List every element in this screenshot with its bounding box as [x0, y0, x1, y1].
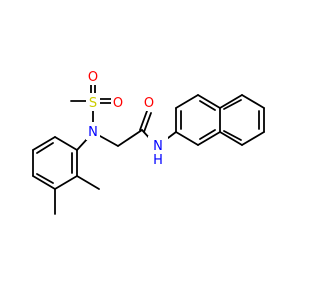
bond-ar3 — [32, 175, 56, 190]
bond-nb5 — [219, 131, 243, 146]
bond-nb1i — [223, 99, 242, 110]
carbonyl-oxygen-label: O — [144, 96, 154, 111]
bond-me1 — [76, 175, 100, 190]
bond-nb5i — [223, 130, 242, 141]
N-amide-label-bg — [148, 136, 168, 166]
bond-na5 — [197, 131, 221, 146]
bond-na3i — [199, 100, 216, 111]
oxygen-atom-label-1: O — [113, 96, 123, 111]
bond-ar5i — [36, 142, 54, 154]
O1-label-bg — [111, 93, 125, 111]
bond-na6 — [175, 131, 199, 146]
bond-ar3i — [36, 173, 54, 184]
amide-hydrogen-label: H — [153, 153, 163, 168]
oxygen-atom-label-2: O — [88, 70, 98, 85]
N-sulfonamide-label-bg — [86, 122, 100, 140]
bond-ar2 — [54, 175, 78, 190]
atom-label-layer: S O O N O N H — [86, 67, 168, 168]
sulfur-atom-label: S — [89, 96, 97, 111]
bond-na5i — [199, 129, 216, 140]
S-label-bg — [86, 93, 100, 111]
bond-n-ch2 — [99, 135, 119, 147]
bond-ch2-c — [117, 129, 143, 147]
bond-nb4 — [241, 131, 265, 146]
bond-nb1 — [219, 94, 243, 109]
bond-co-b — [143, 112, 152, 133]
O-carbonyl-label-bg — [142, 93, 156, 111]
O2-label-bg — [86, 67, 100, 85]
bond-ar6 — [54, 136, 78, 151]
molecule-diagram: S O O N O N H — [32, 67, 265, 215]
amide-nitrogen-label: N — [153, 139, 163, 154]
bond-na3 — [197, 94, 221, 109]
bond-na2 — [175, 94, 199, 109]
bond-co-a — [139, 110, 148, 131]
sulfonamide-nitrogen-label: N — [88, 125, 98, 140]
bond-ar5 — [32, 136, 56, 151]
bond-nb2 — [241, 94, 265, 109]
